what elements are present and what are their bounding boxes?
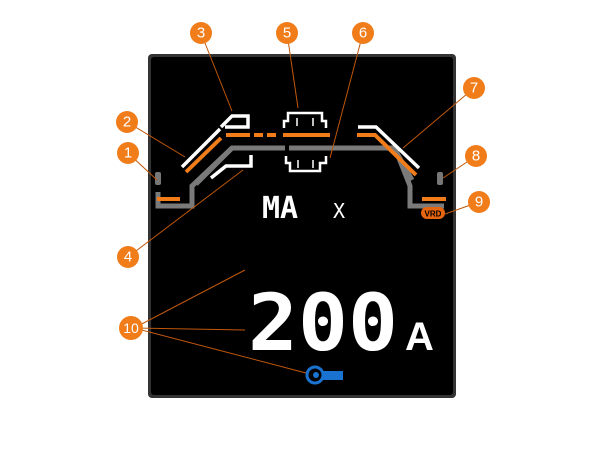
svg-text:9: 9 bbox=[475, 194, 483, 211]
callout-4: 4 bbox=[117, 246, 139, 268]
current-value: 200 bbox=[248, 279, 398, 369]
mode-text: MA bbox=[262, 191, 298, 226]
svg-text:4: 4 bbox=[124, 249, 132, 266]
lcd-screen bbox=[151, 57, 453, 395]
svg-text:2: 2 bbox=[123, 114, 131, 131]
svg-text:10: 10 bbox=[123, 320, 139, 336]
callout-8: 8 bbox=[465, 145, 487, 167]
current-unit: A bbox=[405, 315, 434, 359]
svg-text:8: 8 bbox=[472, 148, 480, 165]
callout-5: 5 bbox=[276, 22, 298, 44]
callout-3: 3 bbox=[190, 22, 212, 44]
white-upper-left bbox=[180, 114, 250, 169]
leader-lines bbox=[126, 32, 480, 374]
callout-10: 10 bbox=[119, 316, 143, 340]
svg-text:7: 7 bbox=[470, 80, 478, 97]
vrd-badge bbox=[421, 207, 445, 219]
white-lower-left bbox=[209, 155, 253, 180]
callout-2: 2 bbox=[116, 111, 138, 133]
callout-9: 9 bbox=[468, 191, 490, 213]
svg-text:1: 1 bbox=[124, 145, 132, 162]
gas-cylinder-icon-right bbox=[437, 172, 443, 185]
vrd-text: VRD bbox=[425, 210, 442, 219]
callout-1: 1 bbox=[117, 142, 139, 164]
gas-cylinder-icon-left bbox=[155, 172, 161, 185]
pulse-up-icon bbox=[282, 111, 328, 128]
svg-text:5: 5 bbox=[283, 25, 291, 42]
svg-text:3: 3 bbox=[197, 25, 205, 42]
torch-icon bbox=[305, 365, 343, 385]
callout-6: 6 bbox=[352, 22, 374, 44]
pulse-down-icon bbox=[284, 156, 328, 173]
orange-slope-left bbox=[184, 136, 223, 174]
mode-suffix: X bbox=[333, 199, 345, 223]
callout-7: 7 bbox=[463, 77, 485, 99]
svg-text:6: 6 bbox=[359, 25, 367, 42]
orange-right bbox=[357, 133, 418, 177]
white-right bbox=[358, 125, 421, 170]
